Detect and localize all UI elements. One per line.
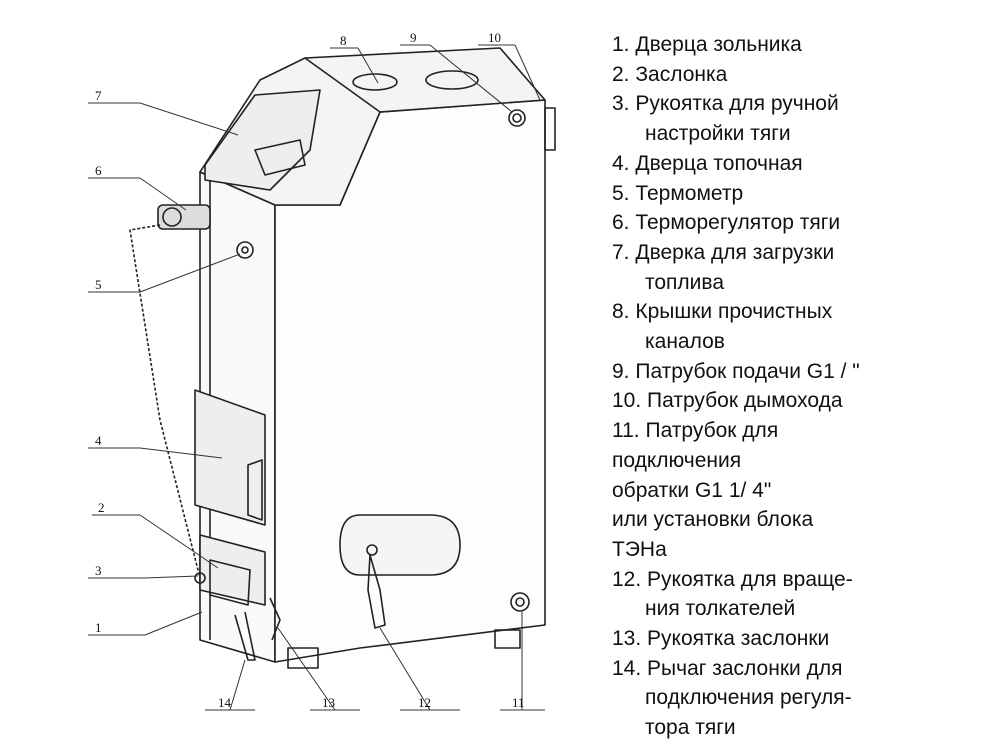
callout-4: 4 xyxy=(95,433,102,448)
legend-item-5: 5. Термометр xyxy=(612,179,997,209)
supply-pipe xyxy=(508,109,526,127)
legend-line: подключения регуля- xyxy=(645,686,852,710)
callout-5: 5 xyxy=(95,277,102,292)
legend-item-2: 2. Заслонка xyxy=(612,60,997,90)
legend-line: каналов xyxy=(645,330,725,354)
callout-7: 7 xyxy=(95,88,102,103)
legend-line: 14. Рычаг заслонки для xyxy=(612,656,843,680)
legend-line: 9. Патрубок подачи G1 / " xyxy=(612,359,860,383)
legend-line: 10. Патрубок дымохода xyxy=(612,389,843,413)
callout-6: 6 xyxy=(95,163,102,178)
legend-item-12: 12. Рукоятка для враще-ния толкателей xyxy=(612,565,997,624)
legend-line: 3. Рукоятка для ручной xyxy=(612,92,839,116)
legend-line: 13. Рукоятка заслонки xyxy=(612,627,830,651)
legend-item-14: 14. Рычаг заслонки для подключения регуля… xyxy=(612,654,997,743)
legend-item-7: 7. Дверка для загрузки топлива xyxy=(612,238,997,297)
draft-regulator xyxy=(157,204,211,230)
loading-door xyxy=(204,89,321,191)
callout-1: 1 xyxy=(95,620,102,635)
legend-line: 11. Патрубок для xyxy=(612,419,779,443)
callout-2: 2 xyxy=(98,500,105,515)
damper-lever xyxy=(234,611,256,661)
legend-line: 1. Дверца зольника xyxy=(612,33,802,56)
legend-item-11: 11. Патрубок для подключения обратки G1 1/… xyxy=(612,416,997,565)
callout-13: 13 xyxy=(322,695,335,710)
legend-item-8: 8. Крышки прочистных каналов xyxy=(612,297,997,356)
legend-line: обратки G1 1/ 4" xyxy=(612,478,772,502)
callout-9: 9 xyxy=(410,30,417,45)
legend-line: 6. Терморегулятор тяги xyxy=(612,211,841,235)
callout-12: 12 xyxy=(418,695,431,710)
legend-line: подключения xyxy=(612,448,742,472)
leg-right xyxy=(494,629,521,649)
callout-14: 14 xyxy=(218,695,232,710)
legend-item-4: 4. Дверца топочная xyxy=(612,149,997,179)
legend-item-6: 6. Терморегулятор тяги xyxy=(612,208,997,238)
leg-left xyxy=(287,647,319,669)
legend-item-10: 10. Патрубок дымохода xyxy=(612,386,997,416)
cleaning-cover-1 xyxy=(352,73,398,91)
thermometer xyxy=(236,241,254,259)
return-pipe xyxy=(510,592,530,612)
legend: 1. Дверца зольника 2. Заслонка 3. Рукоятка… xyxy=(612,30,997,743)
callout-3: 3 xyxy=(95,563,102,578)
legend-line: ТЭНа xyxy=(612,537,667,561)
legend-line: 5. Термометр xyxy=(612,181,744,205)
legend-line: топлива xyxy=(645,270,725,294)
pusher-handle xyxy=(367,554,386,629)
callout-8: 8 xyxy=(340,33,347,48)
boiler-diagram: 1 2 3 4 5 6 7 8 9 10 11 12 13 14 xyxy=(88,30,556,711)
legend-line: 2. Заслонка xyxy=(612,62,728,86)
cleaning-cover-2 xyxy=(425,70,479,90)
regulator-chain xyxy=(129,224,201,579)
legend-line: 7. Дверка для загрузки xyxy=(612,240,835,264)
legend-line: 4. Дверца топочная xyxy=(612,151,803,175)
legend-line: настройки тяги xyxy=(645,122,791,146)
damper-knob xyxy=(269,597,281,641)
damper-handle xyxy=(194,572,206,584)
legend-line: 8. Крышки прочистных xyxy=(612,300,833,324)
legend-item-9: 9. Патрубок подачи G1 / " xyxy=(612,357,997,387)
legend-line: ния толкателей xyxy=(645,597,796,621)
legend-item-3: 3. Рукоятка для ручной настройки тяги xyxy=(612,89,997,148)
legend-line: тора тяги xyxy=(645,716,736,740)
legend-item-1: 1. Дверца зольника xyxy=(612,30,997,60)
legend-item-13: 13. Рукоятка заслонки xyxy=(612,624,997,654)
callout-11: 11 xyxy=(512,695,525,710)
cleanout-hatch xyxy=(339,514,461,576)
legend-line: 12. Рукоятка для враще- xyxy=(612,567,853,591)
chimney-pipe xyxy=(544,107,556,151)
callout-10: 10 xyxy=(488,30,501,45)
legend-line: или установки блока xyxy=(612,508,814,532)
